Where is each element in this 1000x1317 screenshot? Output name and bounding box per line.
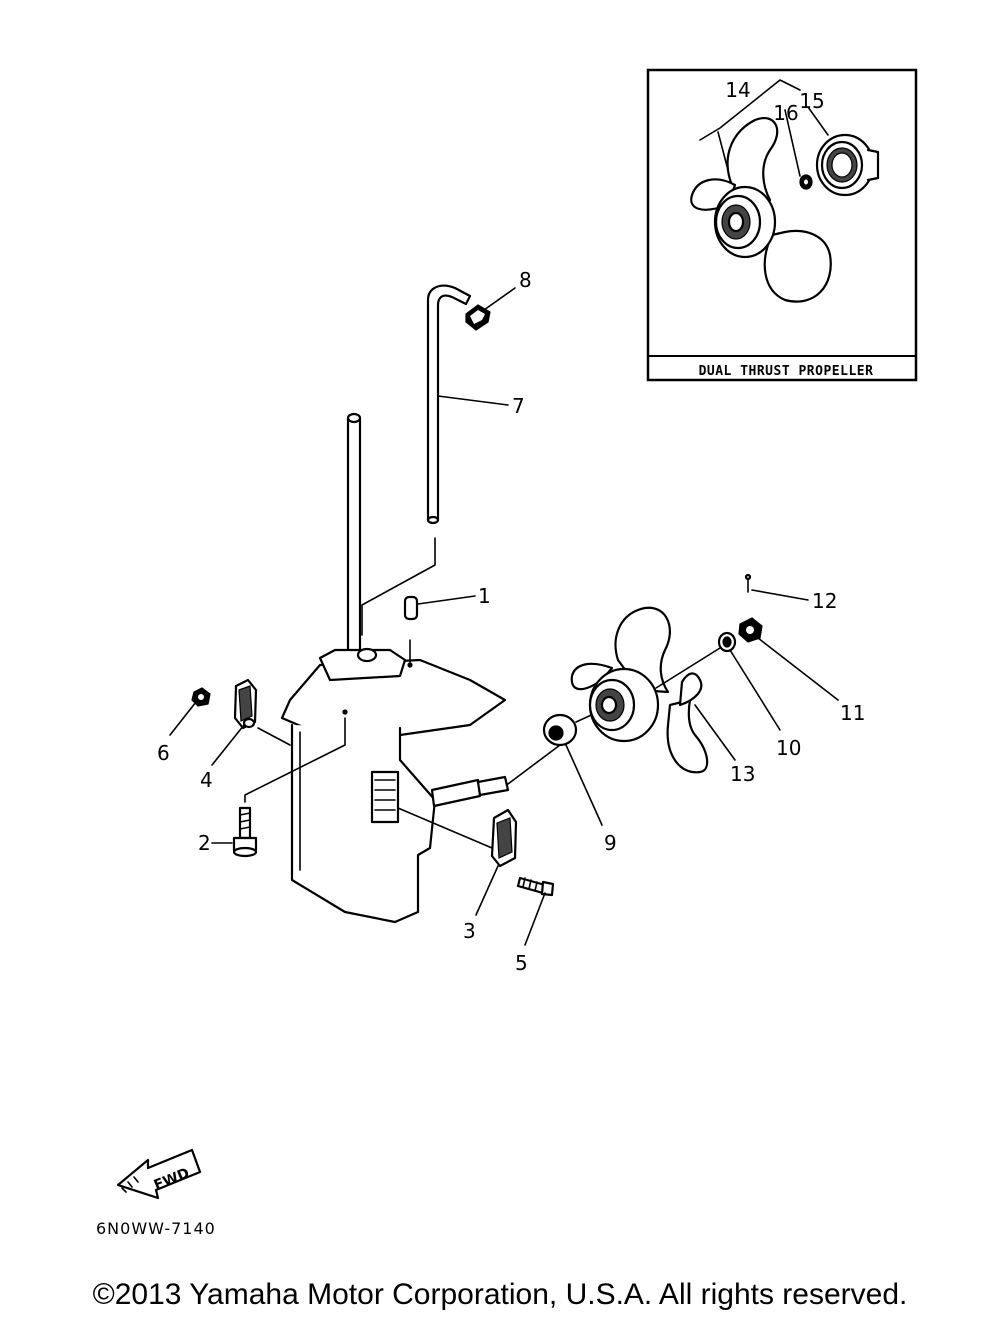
callout-5: 5 (515, 951, 528, 975)
callout-8: 8 (519, 268, 532, 292)
callout-9: 9 (604, 831, 617, 855)
fwd-arrow-icon: FWD (116, 1148, 202, 1200)
thrust-washer-9 (542, 713, 578, 747)
callout-2: 2 (198, 831, 211, 855)
callout-3: 3 (463, 919, 476, 943)
water-tube (361, 284, 472, 636)
nut-11 (738, 617, 763, 643)
callout-6: 6 (157, 741, 170, 765)
callout-16: 16 (773, 101, 798, 125)
anode-4 (233, 678, 258, 730)
anode-3 (490, 808, 518, 868)
callout-7: 7 (512, 394, 525, 418)
diagram-code: 6N0WW-7140 (96, 1219, 216, 1238)
callout-13: 13 (730, 762, 755, 786)
bolt-2 (232, 806, 258, 858)
callout-12: 12 (812, 589, 837, 613)
callout-15: 15 (799, 89, 824, 113)
callout-11: 11 (840, 701, 865, 725)
callout-14: 14 (725, 78, 750, 102)
callout-1: 1 (478, 584, 491, 608)
inset-box: DUAL THRUST PROPELLER 14 16 15 (646, 68, 918, 382)
propeller-13 (570, 606, 709, 774)
callout-4: 4 (200, 768, 213, 792)
grommet-8 (465, 304, 491, 331)
callout-10: 10 (776, 736, 801, 760)
lower-casing (280, 412, 510, 924)
screw-5 (516, 876, 555, 897)
cotter-pin-12 (744, 573, 752, 593)
washer-10 (717, 631, 737, 653)
inset-title: DUAL THRUST PROPELLER (699, 364, 874, 379)
copyright-notice: ©2013 Yamaha Motor Corporation, U.S.A. A… (92, 1278, 908, 1311)
inset-propeller-illustration (690, 117, 880, 303)
